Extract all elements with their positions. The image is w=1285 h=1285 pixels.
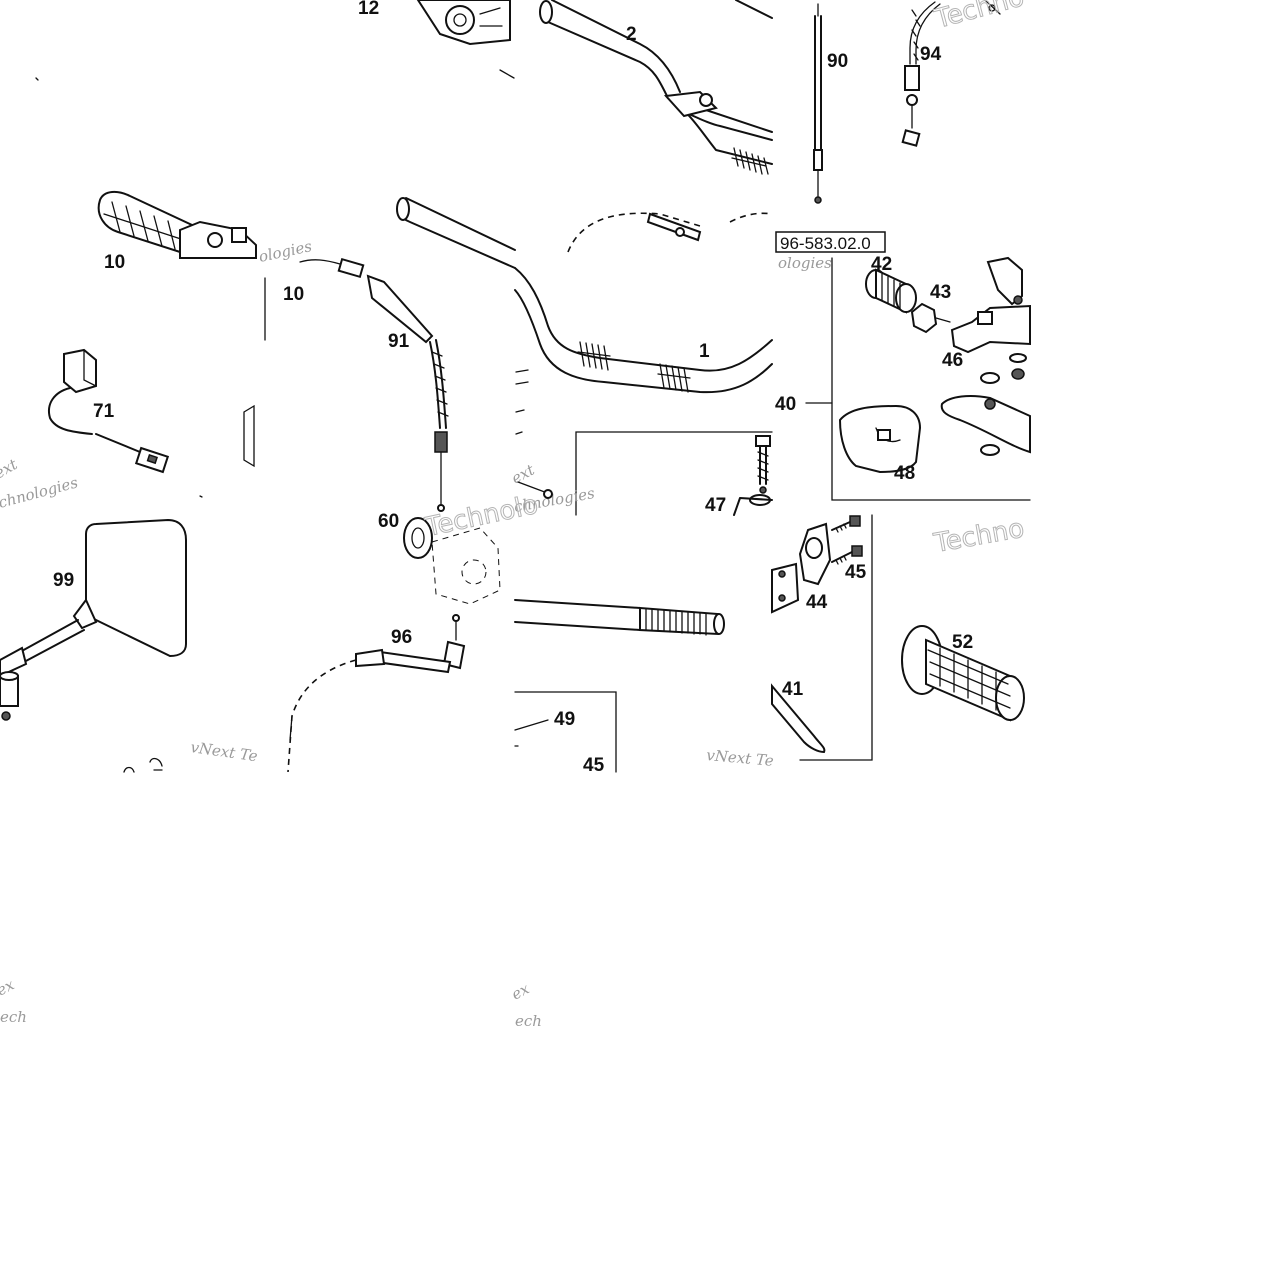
handlebar-2 <box>539 0 773 175</box>
watermark-brand-big-2: Techno <box>931 514 1026 559</box>
lever-bracket-46 <box>950 256 1031 354</box>
handlebar-grip-left <box>97 190 194 254</box>
tile-cable-96: 60 Technolo 96 <box>287 489 541 773</box>
watermark-fragment-techno: Technolo <box>422 490 540 543</box>
handlebar-right-end <box>514 599 725 636</box>
label-part-43: 43 <box>930 282 951 303</box>
throttle-assembly-12 <box>416 0 511 46</box>
label-part-45: 45 <box>845 562 867 583</box>
label-part-1: 1 <box>699 341 710 362</box>
mirror-99 <box>0 518 187 721</box>
label-part-42: 42 <box>871 254 892 275</box>
label-part-2: 2 <box>626 24 637 45</box>
grip-52 <box>901 625 1025 722</box>
watermark-fragment-ologies: ologies <box>257 237 314 266</box>
tile-switch-71: 71 ext chnologies <box>0 348 255 512</box>
handlebar-1 <box>514 267 773 394</box>
label-part-96: 96 <box>391 627 412 648</box>
label-part-10: 10 <box>283 284 304 305</box>
label-part-48: 48 <box>894 463 915 484</box>
tile-cable-91: 10 91 ologies <box>257 237 449 512</box>
tile-handlebar-1: 1 47 ext chnologies <box>508 267 773 516</box>
label-part-60: 60 <box>378 511 399 532</box>
label-part-46: 46 <box>942 350 963 371</box>
label-part-91: 91 <box>388 331 410 352</box>
partial-fragments: ex ech ex ech <box>0 975 542 1030</box>
housing-phantom <box>431 527 501 605</box>
watermark-brand-small-2: vNext Te <box>706 746 775 770</box>
label-part-90: 90 <box>827 51 848 72</box>
label-part-71: 71 <box>93 401 115 422</box>
label-part-47: 47 <box>705 495 726 516</box>
cable-adjuster-upper <box>646 212 702 242</box>
bolt-47 <box>733 435 773 516</box>
cable-94 <box>901 0 1001 147</box>
bolts-45 <box>831 515 863 565</box>
tile-throttle-grip: 10 <box>35 77 257 273</box>
reference-code: 96-583.02.0 <box>780 234 871 253</box>
label-part-partial: 10 <box>104 252 125 273</box>
clamp-44 <box>771 522 832 614</box>
watermark-tail: chnologies <box>0 473 80 512</box>
label-part-99: 99 <box>53 570 74 591</box>
throttle-housing <box>179 220 257 259</box>
tile-handlebar-end: 49 45 <box>514 599 725 776</box>
watermark-fragment-ext: ext <box>0 455 21 483</box>
label-part-94: 94 <box>920 44 942 65</box>
locknut-43 <box>910 302 951 334</box>
watermark-fragment-ex: ex <box>0 975 18 999</box>
tile-lever-assembly: 96-583.02.0 ologies 40 42 43 46 <box>775 231 1031 501</box>
switch-71 <box>48 348 170 474</box>
lever-cover-48 <box>838 404 922 474</box>
lever-blade <box>940 395 1031 454</box>
watermark-fragment-ologies-2: ologies <box>778 254 832 272</box>
tile-mirror-99: 99 vNext Te <box>0 518 259 773</box>
watermark-brand-big: Techno <box>931 0 1027 35</box>
label-part-41: 41 <box>782 679 804 700</box>
reference-code-box <box>775 231 886 253</box>
label-part-40: 40 <box>775 394 796 415</box>
label-part-49: 49 <box>554 709 575 730</box>
cable-91 <box>299 257 449 512</box>
adjuster-knob-42 <box>865 268 917 314</box>
tile-cables-90-94: 90 94 Techno <box>813 0 1028 204</box>
watermark-fragment-ex-2: ex <box>508 979 532 1003</box>
label-part-45-lower: 45 <box>583 755 605 776</box>
label-part-52: 52 <box>952 632 973 653</box>
label-part-12: 12 <box>358 0 379 19</box>
bushing-60 <box>403 517 433 559</box>
label-part-44: 44 <box>806 592 828 613</box>
watermark-fragment-ech: ech <box>0 1008 27 1026</box>
handlebar-1-left-end <box>396 197 516 269</box>
tile-handlebar-top: 12 <box>358 0 516 269</box>
tile-handlebar-2: 2 <box>539 0 773 253</box>
cable-90 <box>813 3 823 204</box>
cable-96 <box>287 614 466 773</box>
tile-clamp-grip: 45 44 41 vNext Te 52 Techno <box>706 513 1027 770</box>
washers-46 <box>980 353 1027 456</box>
watermark-brand-small: vNext Te <box>189 738 258 765</box>
watermark-fragment-ech-2: ech <box>515 1012 542 1030</box>
lever-41 <box>771 683 826 754</box>
